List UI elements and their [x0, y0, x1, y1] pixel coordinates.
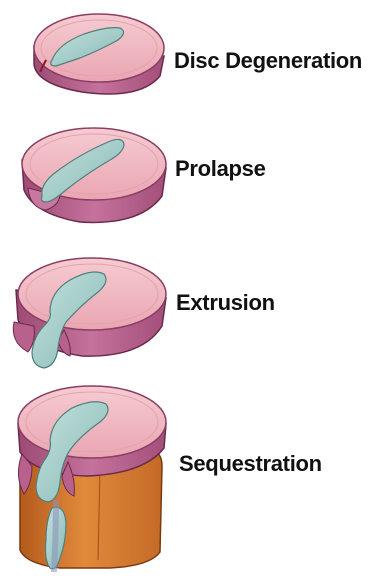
nerve-root — [54, 500, 56, 572]
disc-degeneration-illustration — [34, 14, 164, 94]
prolapse-illustration — [22, 128, 166, 222]
label-extrusion: Extrusion — [176, 292, 275, 314]
label-disc-degeneration: Disc Degeneration — [174, 50, 362, 72]
sequestration-illustration — [18, 386, 166, 572]
extrusion-illustration — [13, 258, 166, 368]
label-sequestration: Sequestration — [179, 453, 322, 475]
annulus-flap-left — [13, 322, 34, 352]
label-prolapse: Prolapse — [175, 158, 266, 180]
